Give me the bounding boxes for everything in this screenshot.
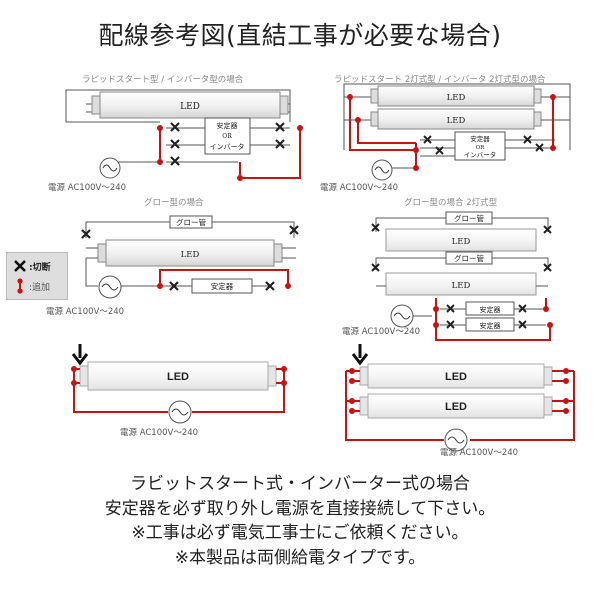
add-wire-icon	[17, 278, 23, 294]
lamp-label: LED	[445, 371, 467, 383]
arrow-down-icon	[71, 353, 89, 366]
svg-text:安定器: 安定器	[470, 134, 490, 143]
diagram-caption: ラピッドスタート型 / インバータ型の場合	[82, 75, 244, 85]
diagram-direct-single	[71, 344, 287, 424]
cut-mark-icon	[14, 260, 26, 272]
diagram-caption: ラピッドスタート 2灯式型 / インバータ 2灯式型の場合	[334, 75, 546, 85]
legend-add-label: :追加	[29, 282, 51, 293]
svg-text:安定器: 安定器	[217, 121, 238, 130]
cut-marks	[423, 135, 544, 155]
lamp-label: LED	[447, 93, 466, 103]
power-source-label: 電源 AC100V〜240	[46, 307, 125, 317]
led-tube	[367, 363, 545, 389]
ballast-box	[204, 117, 251, 155]
svg-text:安定器: 安定器	[480, 321, 501, 330]
power-source-label: 電源 AC100V〜240	[320, 183, 399, 193]
diagram-caption: グロー型の場合 2灯式型	[404, 198, 498, 208]
power-source-label: 電源 AC100V〜240	[440, 448, 519, 458]
arrow-down-icon	[351, 353, 369, 366]
svg-text:インバータ: インバータ	[464, 150, 497, 159]
cut-marks	[81, 225, 299, 291]
diagram-rapid-start-single	[65, 89, 291, 163]
led-tube	[105, 239, 275, 267]
lamp-label: LED	[180, 102, 200, 112]
lamp-label: LED	[452, 281, 471, 291]
lamp-label: LED	[447, 116, 466, 126]
add-dots	[157, 125, 303, 181]
diagram-2-wires	[349, 97, 554, 168]
page-title: 配線参考図(直結工事が必要な場合)	[98, 21, 502, 50]
led-tube	[385, 272, 537, 296]
ac-source-icon	[371, 159, 393, 181]
power-source-label: 電源 AC100V〜240	[342, 327, 421, 337]
glow-starter	[445, 211, 493, 225]
footer-line: ラビットスタート式・インバーター式の場合	[130, 474, 470, 494]
diagram-glow-single	[85, 215, 296, 294]
diagram-direct-double	[345, 344, 575, 452]
svg-text:インバータ: インバータ	[210, 142, 245, 151]
footer-line: ※工事は必ず電気工事士にご依頼ください。	[131, 523, 469, 543]
svg-text:安定器: 安定器	[480, 305, 501, 314]
ac-source-icon	[390, 304, 414, 328]
ac-source-icon	[168, 400, 192, 424]
diagram-caption: グロー型の場合	[144, 198, 204, 208]
ac-source-icon	[444, 428, 468, 452]
cut-marks	[371, 223, 552, 329]
diagram-glow-double	[375, 211, 549, 332]
power-source-label: 電源 AC100V〜240	[48, 183, 127, 193]
glow-starter	[169, 215, 213, 229]
legend-cut-label: :切断	[29, 262, 51, 273]
lamp-label: LED	[181, 250, 200, 260]
footer-line: 安定器を必ず取り外し電源を直接接続して下さい。	[104, 498, 496, 519]
svg-text:グロー管: グロー管	[176, 217, 206, 227]
power-source-label: 電源 AC100V〜240	[120, 428, 199, 438]
ac-source-icon	[99, 157, 121, 179]
footer-notes: ラビットスタート式・インバーター式の場合 安定器を必ず取り外し電源を直接接続して…	[0, 472, 600, 570]
lamp-label: LED	[445, 401, 467, 413]
led-tube	[87, 361, 269, 391]
ac-source-icon	[98, 275, 122, 299]
svg-text:OR: OR	[476, 145, 486, 151]
diagram-3-wires	[159, 269, 289, 286]
glow-starter	[445, 251, 493, 265]
led-tube	[385, 228, 537, 252]
svg-text:グロー管: グロー管	[454, 253, 484, 263]
diagram-rapid-start-double	[343, 83, 571, 169]
svg-text:安定器: 安定器	[211, 281, 234, 291]
footer-line: ※本製品は両側給電タイプです。	[174, 547, 426, 568]
svg-text:グロー管: グロー管	[454, 213, 484, 223]
lamp-label: LED	[167, 371, 189, 383]
legend: :切断 :追加	[6, 252, 68, 300]
ballast-box	[454, 131, 506, 161]
svg-text:OR: OR	[222, 133, 232, 140]
cut-marks	[170, 122, 285, 166]
lamp-label: LED	[452, 237, 471, 247]
